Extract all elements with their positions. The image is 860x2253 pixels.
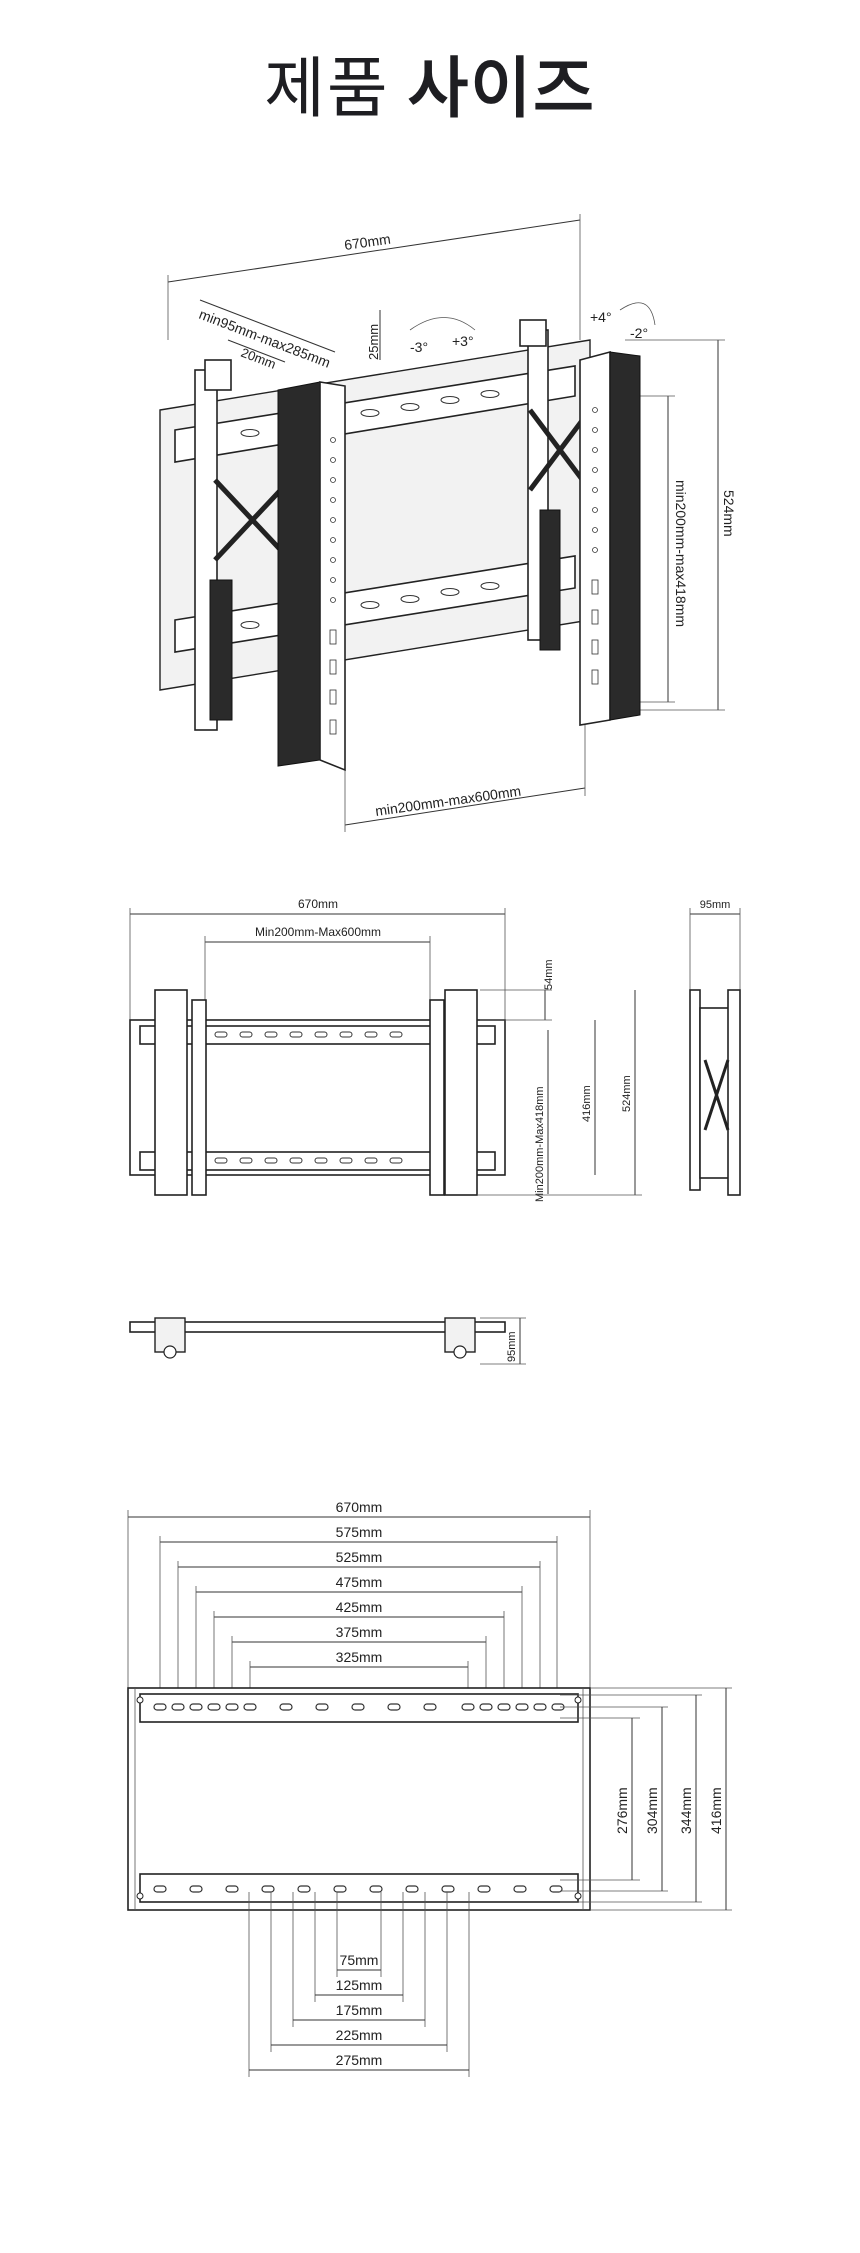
left-scissor-arm bbox=[194, 359, 292, 731]
v1-width-label: 670mm bbox=[343, 231, 391, 253]
w-label-6: 325mm bbox=[336, 1649, 383, 1665]
wall-plate bbox=[127, 1687, 591, 1911]
height-dimensions: 276mm 304mm 344mm 416mm bbox=[560, 1687, 732, 1911]
wall-frame bbox=[159, 339, 591, 691]
top-view bbox=[129, 1317, 506, 1359]
bw-label-3: 225mm bbox=[336, 2027, 383, 2043]
v2-top-offset-label: 54mm bbox=[543, 959, 555, 990]
w-label-3: 475mm bbox=[336, 1574, 383, 1590]
title-light: 제품 bbox=[264, 51, 390, 125]
perspective-view: 670mm min95mm-max285mm 20mm 25mm -3° +3°… bbox=[159, 214, 737, 832]
w-label-2: 525mm bbox=[336, 1549, 383, 1565]
v2-side-depth-label: 95mm bbox=[700, 899, 731, 911]
front-frame bbox=[129, 989, 506, 1196]
v1-hrange-label: min200mm-max600mm bbox=[374, 783, 522, 819]
h-label-0: 276mm bbox=[614, 1787, 630, 1834]
v1-adjust-label: 25mm bbox=[366, 324, 381, 360]
v2-top-depth-label: 95mm bbox=[506, 1331, 518, 1362]
w-label-4: 425mm bbox=[336, 1599, 383, 1615]
orthographic-views: 670mm Min200mm-Max600mm 54mm Min200mm-Ma… bbox=[129, 897, 741, 1365]
bw-label-0: 75mm bbox=[340, 1952, 379, 1968]
bw-label-2: 175mm bbox=[336, 2002, 383, 2018]
v1-height-label: 524mm bbox=[721, 490, 737, 537]
bottom-width-dimensions: 75mm 125mm 175mm 225mm 275mm bbox=[248, 1892, 470, 2077]
bw-label-1: 125mm bbox=[336, 1977, 383, 1993]
v1-vrange-label: min200mm-max418mm bbox=[673, 480, 689, 627]
v1-tilt-c: +4° bbox=[590, 309, 612, 325]
bw-label-4: 275mm bbox=[336, 2052, 383, 2068]
h-label-1: 304mm bbox=[644, 1787, 660, 1834]
width-dimensions: 670mm 575mm 525mm 475mm 425mm 375mm 325m… bbox=[127, 1499, 591, 1705]
v1-tilt-d: -2° bbox=[630, 325, 648, 341]
v2-width-label: 670mm bbox=[298, 897, 338, 911]
v2-hrange-label: Min200mm-Max600mm bbox=[255, 925, 381, 939]
hole-pattern-view: 670mm 575mm 525mm 475mm 425mm 375mm 325m… bbox=[127, 1499, 732, 2077]
w-label-0: 670mm bbox=[336, 1499, 383, 1515]
v2-vrange-label: Min200mm-Max418mm bbox=[534, 1086, 546, 1202]
v2-height-label: 524mm bbox=[621, 1075, 633, 1112]
right-bracket bbox=[579, 350, 641, 726]
w-label-1: 575mm bbox=[336, 1524, 383, 1540]
h-label-3: 416mm bbox=[708, 1787, 724, 1834]
h-label-2: 344mm bbox=[678, 1787, 694, 1834]
title-bold: 사이즈 bbox=[407, 51, 596, 125]
v1-tilt-b: +3° bbox=[452, 333, 474, 349]
w-label-5: 375mm bbox=[336, 1624, 383, 1640]
v2-rail-height-label: 416mm bbox=[581, 1085, 593, 1122]
side-view bbox=[689, 989, 741, 1196]
v1-tilt-a: -3° bbox=[410, 339, 428, 355]
left-bracket bbox=[277, 381, 346, 772]
